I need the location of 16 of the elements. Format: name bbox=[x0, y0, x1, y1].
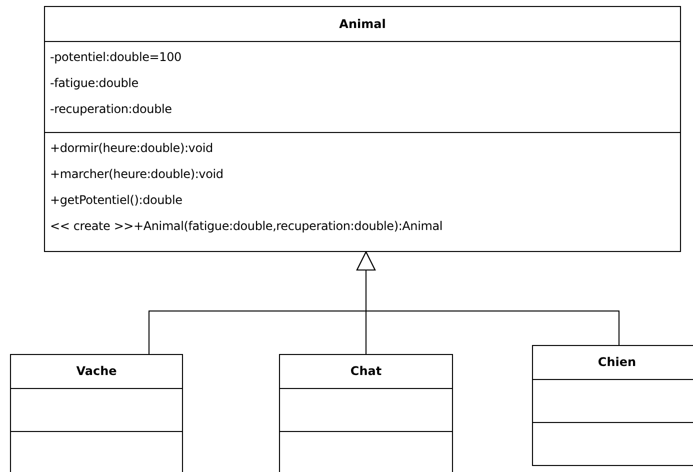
class-box bbox=[10, 354, 183, 472]
class-name: Chat bbox=[350, 364, 382, 378]
method-text: +getPotentiel():double bbox=[50, 192, 184, 209]
class-box bbox=[44, 6, 681, 252]
generalization-arrow bbox=[356, 252, 620, 346]
class-box bbox=[279, 354, 453, 472]
class-name: Animal bbox=[339, 17, 386, 31]
attribute-text: -fatigue:double bbox=[50, 75, 140, 92]
method-text: +marcher(heure:double):void bbox=[50, 166, 224, 183]
attribute-text: -potentiel:double=100 bbox=[50, 49, 182, 66]
class-name: Chien bbox=[598, 355, 636, 369]
method-text: +dormir(heure:double):void bbox=[50, 140, 214, 157]
attribute-text: -recuperation:double bbox=[50, 101, 173, 118]
class-name: Vache bbox=[76, 364, 117, 378]
class-box bbox=[532, 345, 693, 466]
method-text: << create >>+Animal(fatigue:double,recuperation:double):Animal bbox=[50, 218, 444, 235]
